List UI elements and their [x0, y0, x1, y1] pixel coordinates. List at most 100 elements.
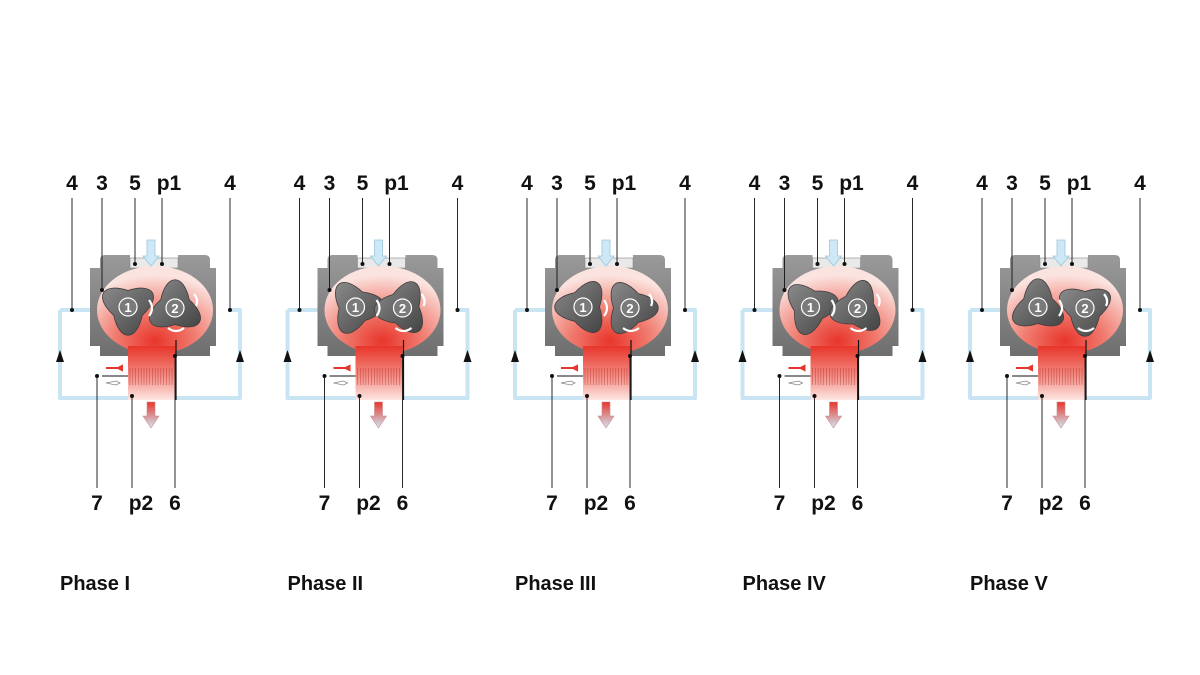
leader-dot — [980, 308, 984, 312]
rotation-arrow-2-icon — [1077, 327, 1095, 333]
rotor-2-label: 2 — [854, 301, 861, 316]
leader-dot — [1070, 262, 1074, 266]
injection-nozzle-cool-icon — [560, 380, 576, 386]
inlet-arrow-icon — [369, 239, 388, 267]
phase-title: Phase I — [60, 573, 130, 595]
loop-arrow-right-icon — [1146, 350, 1154, 362]
phase-title: Phase II — [288, 573, 364, 595]
rotation-arrow-3-icon — [875, 293, 881, 307]
rotor-2-hub — [620, 298, 640, 318]
outlet-cooler — [1038, 346, 1085, 400]
label-7: 7 — [1001, 492, 1013, 515]
label-3: 3 — [779, 172, 791, 195]
loop-arrow-left-icon — [56, 350, 64, 362]
injection-nozzle-cool-icon — [788, 380, 804, 386]
injection-nozzle-cool-icon — [333, 380, 349, 386]
leader-dot — [815, 262, 820, 266]
inlet-arrow-icon — [1052, 239, 1070, 267]
phase-title: Phase IV — [743, 573, 827, 595]
loop-arrow-left-icon — [511, 350, 519, 362]
cooling-loop — [58, 308, 242, 400]
leader-dot — [525, 308, 529, 312]
label-3: 3 — [551, 172, 563, 195]
leader-dot — [228, 308, 232, 312]
label-p1: p1 — [157, 172, 182, 195]
loop-arrow-left-icon — [966, 350, 974, 362]
leader-dot — [455, 308, 460, 312]
leader-dot — [777, 374, 782, 378]
leader-dot — [297, 308, 302, 312]
rotor-2-hub — [165, 298, 185, 318]
rotor-1-hub — [345, 297, 366, 317]
leader-dot — [400, 354, 405, 358]
label-p2: p2 — [1039, 492, 1064, 515]
rotation-arrow-1-icon — [603, 299, 609, 317]
label-p2: p2 — [356, 492, 381, 515]
leader-dot — [160, 262, 164, 266]
loop-arrow-right-icon — [918, 350, 927, 362]
rotation-arrow-2-icon — [394, 327, 413, 333]
rotation-arrow-3-icon — [420, 293, 426, 307]
rotor-1-label: 1 — [1034, 300, 1041, 315]
leader-dot — [683, 308, 687, 312]
leader-dot — [1138, 308, 1142, 312]
rotor-2-label: 2 — [626, 301, 633, 316]
phase-title: Phase III — [515, 573, 596, 595]
outlet-cooler — [583, 346, 630, 400]
label-6: 6 — [1079, 492, 1091, 515]
leader-dot — [615, 262, 619, 266]
rotor-2-hub — [1075, 298, 1095, 318]
label-4-left: 4 — [66, 172, 78, 195]
label-5: 5 — [357, 172, 369, 195]
leader-dot — [387, 262, 392, 266]
label-p2: p2 — [811, 492, 836, 515]
injection-nozzle-hot-icon — [333, 364, 351, 372]
label-p2: p2 — [584, 492, 609, 515]
label-p1: p1 — [612, 172, 637, 195]
rotor-2-label: 2 — [1081, 301, 1088, 316]
rotor-2-label: 2 — [171, 301, 178, 316]
leader-dot — [95, 374, 99, 378]
label-4-right: 4 — [224, 172, 236, 195]
rotor-2-label: 2 — [399, 301, 406, 316]
label-p2: p2 — [129, 492, 154, 515]
label-3: 3 — [324, 172, 336, 195]
outlet-arrow-icon — [1052, 401, 1070, 429]
inlet-arrow-icon — [824, 239, 843, 267]
label-4-right: 4 — [452, 172, 464, 195]
label-6: 6 — [624, 492, 636, 515]
rotor-1-hub — [800, 297, 821, 317]
outlet-cooler — [128, 346, 175, 400]
rotation-arrow-2-icon — [849, 327, 868, 333]
leader-dot — [1010, 288, 1014, 292]
rotation-arrow-3-icon — [1103, 293, 1109, 307]
label-3: 3 — [1006, 172, 1018, 195]
loop-arrow-left-icon — [283, 350, 292, 362]
label-5: 5 — [129, 172, 141, 195]
label-p1: p1 — [839, 172, 864, 195]
rotor-2-hub — [847, 298, 868, 318]
leader-dot — [585, 394, 589, 398]
label-4-left: 4 — [749, 172, 761, 195]
rotor-1-label: 1 — [807, 300, 814, 315]
leader-dot — [752, 308, 757, 312]
rotation-arrow-1-icon — [1058, 299, 1064, 317]
rotation-arrow-3-icon — [193, 293, 199, 307]
injection-nozzle-hot-icon — [106, 364, 123, 372]
cooling-loop — [285, 308, 470, 400]
leader-dot — [360, 262, 365, 266]
loop-arrow-right-icon — [691, 350, 699, 362]
leader-dot — [910, 308, 915, 312]
label-6: 6 — [852, 492, 864, 515]
label-5: 5 — [812, 172, 824, 195]
leader-dot — [1083, 354, 1087, 358]
leader-dot — [100, 288, 104, 292]
label-4-left: 4 — [521, 172, 533, 195]
leader-dot — [357, 394, 362, 398]
rotation-arrow-1-icon — [830, 299, 836, 317]
rotor-1-label: 1 — [124, 300, 131, 315]
